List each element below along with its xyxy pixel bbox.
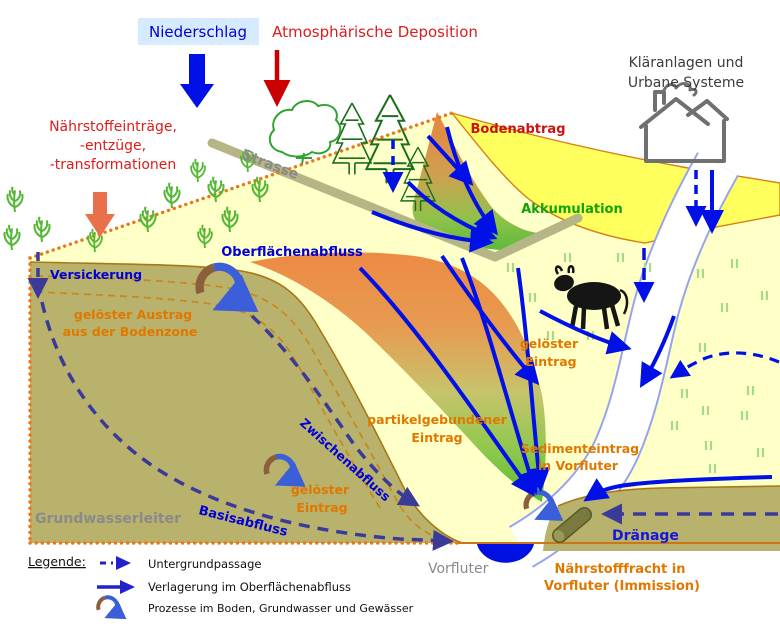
upper-fan-arrow-3 <box>371 210 494 253</box>
road-to-river-arrow <box>440 254 540 386</box>
soil-leaching-dashed-2 <box>35 291 381 509</box>
label-naehrstofffracht-1: Nährstofffracht in <box>555 562 686 577</box>
road <box>207 138 583 262</box>
right-inflow-dashed-arrow <box>669 351 780 379</box>
legend-heading: Legende: <box>28 554 86 569</box>
lower-erosion-fan <box>250 252 546 502</box>
legend: Legende: Untergrundpassage Verlagerung i… <box>28 554 414 615</box>
deciduous-bush-icon <box>268 100 342 165</box>
solid-arrow-icon-head <box>120 580 135 594</box>
legend-item-label: Verlagerung im Oberflächenabfluss <box>148 580 351 594</box>
label-draenage: Dränage <box>612 528 679 544</box>
river-flow-arrow <box>639 315 676 388</box>
label-grundwasserleiter: Grundwasserleiter <box>35 511 181 527</box>
label-naehrstoff-3: -transformationen <box>50 157 177 173</box>
label-geloester-eintrag-weide-1: gelöster <box>520 336 579 351</box>
arrows <box>27 50 780 551</box>
terrain <box>28 111 780 568</box>
label-bodenabtrag: Bodenabtrag <box>471 122 566 137</box>
label-naehrstoff-1: Nährstoffeinträge, <box>49 119 177 135</box>
circular-arrow-icon <box>98 597 117 615</box>
label-sediment-1: Sedimenteintrag <box>521 441 639 456</box>
label-atmosphaerische-deposition: Atmosphärische Deposition <box>272 23 478 41</box>
baseflow-dashed-arrow <box>40 301 454 551</box>
vegetation <box>3 93 769 475</box>
label-naehrstofffracht-2: Vorfluter (Immission) <box>544 579 700 594</box>
legend-item-untergrundpassage: Untergrundpassage <box>100 556 261 571</box>
drainage-soil-block <box>543 486 780 551</box>
dashed-arrow-icon-head <box>116 556 131 570</box>
label-klaeranlagen-1: Kläranlagen und <box>629 55 744 71</box>
label-versickerung: Versickerung <box>50 267 142 282</box>
precipitation-label-bg <box>138 18 259 45</box>
label-geloester-eintrag-gw-2: Eintrag <box>296 500 347 515</box>
interflow-dashed-arrow <box>250 314 421 507</box>
label-naehrstoff-2: -entzüge, <box>80 138 146 154</box>
lower-fan-arrow-2 <box>460 257 541 495</box>
groundwater-soil-body <box>30 262 462 543</box>
label-geloester-austrag-1: gelöster Austrag <box>74 307 192 322</box>
cow-icon <box>554 265 629 330</box>
label-partikel-1: partikelgebundener <box>367 412 508 427</box>
legend-item-prozesse: Prozesse im Boden, Grundwasser und Gewäs… <box>98 597 414 615</box>
label-partikel-2: Eintrag <box>411 430 462 445</box>
label-sediment-2: in Vorfluter <box>538 458 619 473</box>
label-klaeranlagen-2: Urbane Systeme <box>628 75 744 91</box>
label-geloester-eintrag-weide-2: Eintrag <box>525 354 576 369</box>
river-mouth <box>477 544 534 563</box>
label-niederschlag: Niederschlag <box>149 23 247 41</box>
drainage-pipe-icon <box>551 506 593 544</box>
pasture-runoff-arrow <box>539 309 632 355</box>
label-geloester-eintrag-gw-1: gelöster <box>291 482 350 497</box>
label-oberflaechenabfluss: Oberflächenabfluss <box>221 245 363 260</box>
label-akkumulation: Akkumulation <box>521 202 623 217</box>
treatment-plant-icon <box>639 82 729 163</box>
lower-fan-arrow-1 <box>358 266 535 497</box>
legend-item-label: Prozesse im Boden, Grundwasser und Gewäs… <box>148 602 414 615</box>
label-vorfluter: Vorfluter <box>428 561 489 577</box>
nutrient-input-arrow <box>85 192 115 237</box>
legend-item-label: Untergrundpassage <box>148 557 261 571</box>
label-geloester-austrag-2: aus der Bodenzone <box>63 324 198 339</box>
right-lower-inflow-arrow <box>583 475 773 502</box>
legend-item-verlagerung: Verlagerung im Oberflächenabfluss <box>97 580 351 594</box>
precipitation-arrow <box>180 54 214 108</box>
